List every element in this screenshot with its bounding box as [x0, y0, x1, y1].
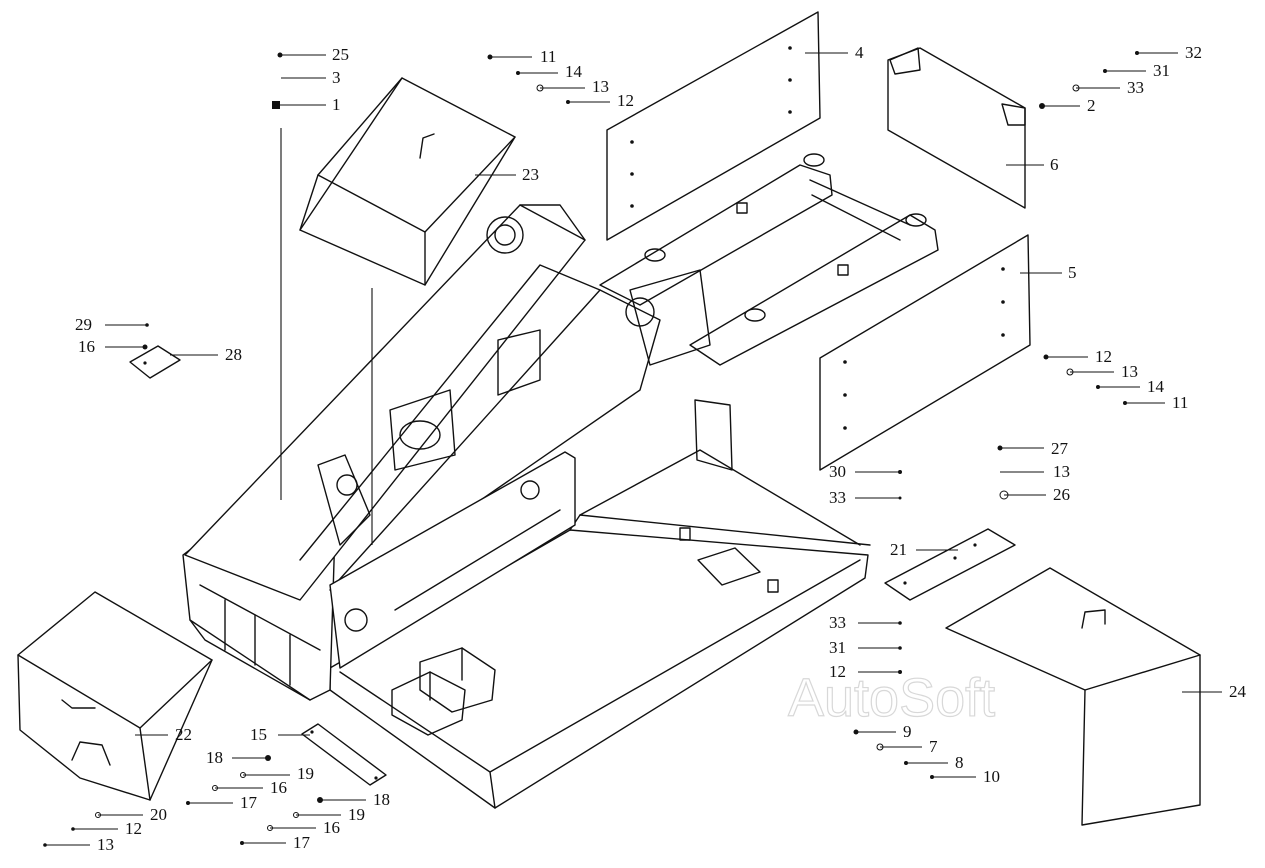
callout-29: 29 — [75, 315, 92, 334]
rear-rail-frame — [599, 153, 939, 366]
callouts: 25 3 1 11 14 13 12 4 32 31 33 2 6 23 5 2… — [43, 43, 1247, 854]
callout-13-right: 13 — [1121, 362, 1138, 381]
callout-5: 5 — [1068, 263, 1077, 282]
callout-19-left: 19 — [297, 764, 314, 783]
callout-12-low: 12 — [829, 662, 846, 681]
callout-31-top: 31 — [1153, 61, 1170, 80]
side-panel-5 — [819, 234, 1031, 471]
callout-7: 7 — [929, 737, 938, 756]
side-panel-4 — [606, 11, 821, 241]
callout-13-mid: 13 — [1053, 462, 1070, 481]
callout-16-right: 16 — [323, 818, 340, 837]
callout-18-left: 18 — [206, 748, 223, 767]
plate-28 — [129, 345, 181, 379]
callout-16-bottom: 16 — [270, 778, 287, 797]
callout-8: 8 — [955, 753, 964, 772]
callout-22: 22 — [175, 725, 192, 744]
callout-32: 32 — [1185, 43, 1202, 62]
callout-20: 20 — [150, 805, 167, 824]
callout-13-top: 13 — [592, 77, 609, 96]
callout-33-low: 33 — [829, 613, 846, 632]
plate-21 — [884, 528, 1016, 601]
callout-12-right: 12 — [1095, 347, 1112, 366]
callout-28: 28 — [225, 345, 242, 364]
callout-14-right: 14 — [1147, 377, 1165, 396]
watermark: AutoSoft — [788, 668, 995, 728]
callout-13-bottom: 13 — [97, 835, 114, 854]
side-panel-6 — [887, 47, 1026, 209]
callout-14-top: 14 — [565, 62, 583, 81]
callout-30: 30 — [829, 462, 846, 481]
callout-15: 15 — [250, 725, 267, 744]
callout-9: 9 — [903, 722, 912, 741]
inner-side-rail — [329, 399, 733, 669]
callout-12-bottom: 12 — [125, 819, 142, 838]
callout-18-right: 18 — [373, 790, 390, 809]
callout-10: 10 — [983, 767, 1000, 786]
callout-11-top: 11 — [540, 47, 556, 66]
callout-23: 23 — [522, 165, 539, 184]
mounting-brackets — [391, 647, 496, 736]
callout-33-mid: 33 — [829, 488, 846, 507]
cover-23 — [299, 77, 516, 286]
callout-24: 24 — [1229, 682, 1247, 701]
callout-11-right: 11 — [1172, 393, 1188, 412]
callout-2: 2 — [1087, 96, 1096, 115]
callout-19-right: 19 — [348, 805, 365, 824]
callout-17-left: 17 — [240, 793, 258, 812]
callout-31-low: 31 — [829, 638, 846, 657]
callout-21: 21 — [890, 540, 907, 559]
callout-17-right: 17 — [293, 833, 311, 852]
callout-25: 25 — [332, 45, 349, 64]
cover-22 — [17, 591, 213, 801]
callout-1: 1 — [332, 95, 341, 114]
callout-16-left: 16 — [78, 337, 95, 356]
callout-12-top: 12 — [617, 91, 634, 110]
cover-24 — [945, 567, 1201, 826]
callout-26: 26 — [1053, 485, 1070, 504]
strap-15 — [301, 723, 387, 786]
callout-27: 27 — [1051, 439, 1069, 458]
callout-6: 6 — [1050, 155, 1059, 174]
callout-33-top: 33 — [1127, 78, 1144, 97]
mast-boom — [184, 204, 661, 601]
callout-3: 3 — [332, 68, 341, 87]
callout-4: 4 — [855, 43, 864, 62]
